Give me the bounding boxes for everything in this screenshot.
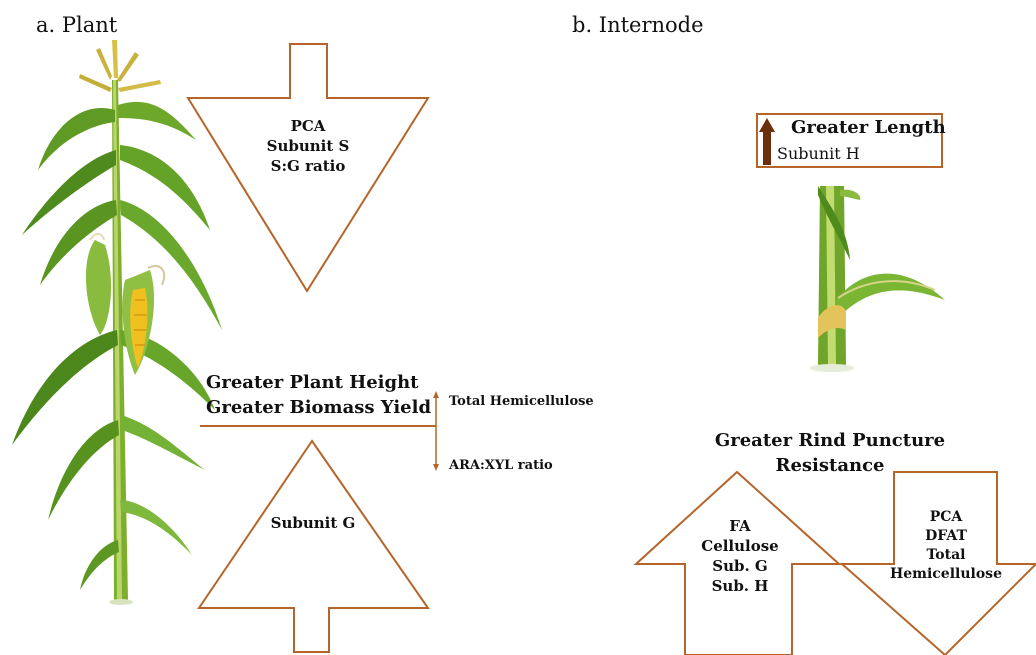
up-arrow-line: Cellulose [701, 537, 779, 555]
down-arrow-line: PCA [929, 509, 963, 525]
ara-xyl-ratio-label: ARA:XYL ratio [449, 458, 553, 473]
total-hemicellulose-label: Total Hemicellulose [449, 394, 594, 409]
panel-a-label: a. Plant [36, 13, 118, 37]
up-arrow-text-b: FA Cellulose Sub. G Sub. H [690, 516, 790, 596]
down-arrow-line: Total [926, 547, 966, 563]
greater-length-label: Greater Length [791, 117, 946, 138]
top-arrow-text-a: PCA Subunit S S:G ratio [248, 116, 368, 176]
top-arrow-line: PCA [290, 117, 326, 135]
corn-plant-illustration [12, 40, 222, 605]
length-arrowhead-icon [759, 118, 775, 132]
length-bar-icon [763, 132, 771, 165]
up-arrow-shape-b [633, 470, 842, 655]
rind-line: Greater Rind Puncture [714, 430, 946, 451]
down-arrow-text-b: PCA DFAT Total Hemicellulose [885, 508, 1007, 584]
panel-b-label: b. Internode [572, 13, 704, 37]
down-small-arrowhead-icon [433, 464, 439, 471]
up-arrow-line: Sub. G [712, 557, 768, 575]
subunit-g-label: Subunit G [270, 514, 356, 532]
down-arrow-line: Hemicellulose [890, 566, 1002, 582]
up-small-arrowhead-icon [433, 391, 439, 398]
biomass-line: Greater Biomass Yield [206, 397, 432, 418]
down-arrow-shape-b [839, 471, 1036, 655]
rind-line: Resistance [775, 455, 885, 476]
up-arrow-line: FA [729, 517, 751, 535]
up-arrow-line: Sub. H [711, 577, 769, 595]
down-arrow-line: DFAT [925, 528, 967, 544]
height-biomass-text: Greater Plant Height Greater Biomass Yie… [206, 370, 431, 420]
down-arrow-shape-a [186, 43, 430, 293]
subunit-h-label: Subunit H [777, 144, 860, 163]
length-box [756, 113, 943, 168]
top-arrow-line: Subunit S [266, 137, 350, 155]
internode-illustration [810, 186, 945, 372]
top-arrow-line: S:G ratio [270, 157, 346, 175]
up-arrow-shape-a [197, 439, 430, 653]
rind-puncture-text: Greater Rind Puncture Resistance [700, 428, 960, 478]
height-line: Greater Plant Height [206, 372, 419, 393]
